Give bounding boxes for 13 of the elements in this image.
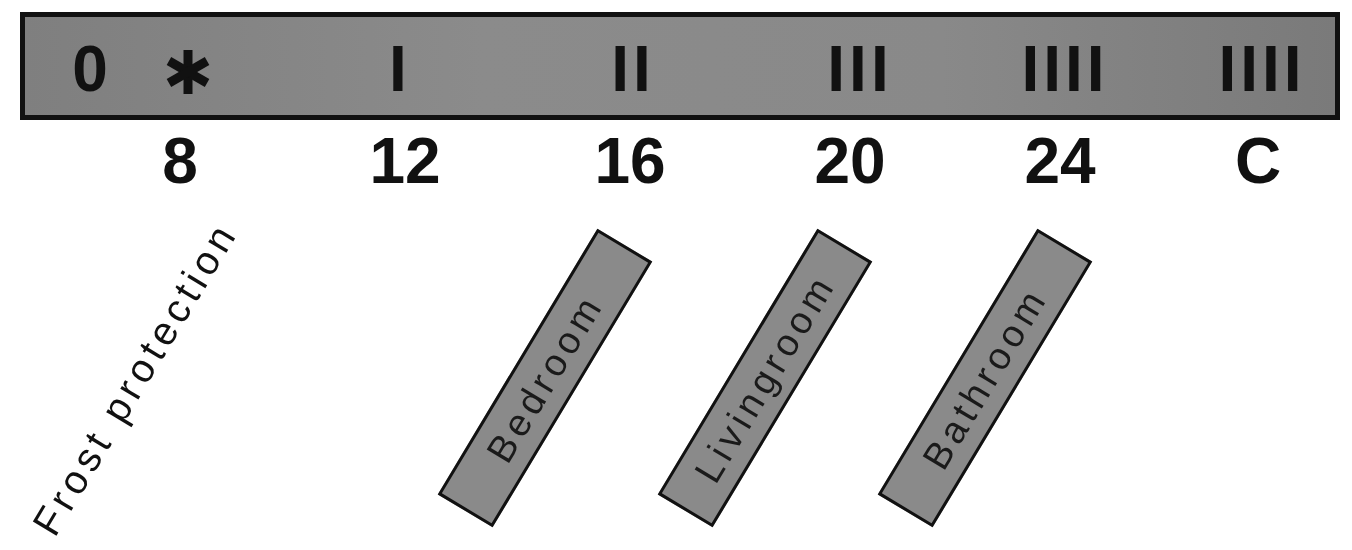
scale-label: 24 — [1024, 129, 1096, 193]
scale-label: 16 — [594, 129, 666, 193]
scale-mark: IIII — [1218, 37, 1306, 101]
scale-label: 12 — [369, 129, 441, 193]
scale-mark: III — [827, 37, 893, 101]
scale-mark: I — [389, 37, 411, 101]
scale-label: 8 — [162, 129, 198, 193]
scale-mark: 0 — [72, 37, 112, 101]
scale-mark: IIII — [1021, 37, 1109, 101]
scale-band — [20, 12, 1340, 120]
scale-mark: II — [611, 37, 655, 101]
scale-label: C — [1234, 129, 1282, 193]
scale-label: 20 — [814, 129, 886, 193]
